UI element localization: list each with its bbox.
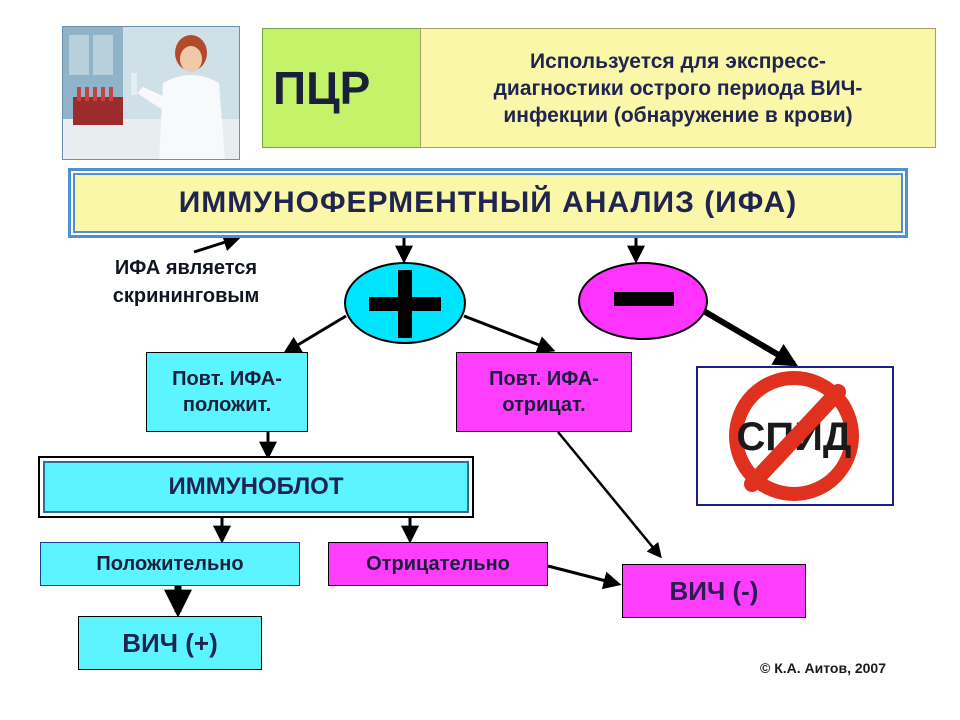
plus-to-rep-neg-arrow bbox=[463, 314, 556, 354]
repeat-ifa-negative: Повт. ИФА- отрицат. bbox=[456, 352, 632, 432]
screening-arrow bbox=[193, 233, 242, 254]
repeat-ifa-positive: Повт. ИФА- положит. bbox=[146, 352, 308, 432]
plus-to-rep-pos-arrow bbox=[282, 314, 347, 354]
copyright-credit: © К.А. Аитов, 2007 bbox=[760, 660, 886, 676]
pcr-description: Используется для экспресс- диагностики о… bbox=[420, 28, 936, 148]
negative-to-hiv-neg-arrow bbox=[547, 564, 622, 590]
immunoblot-positive: Положительно bbox=[40, 542, 300, 586]
hiv-negative-outcome: ВИЧ (-) bbox=[622, 564, 806, 618]
no-aids-icon: СПИД bbox=[729, 371, 859, 501]
screening-note: ИФА является скрининговым bbox=[112, 257, 260, 307]
immunoblot-box: ИММУНОБЛОТ bbox=[38, 456, 474, 518]
minus-icon bbox=[614, 292, 674, 306]
ifa-title: ИММУНОФЕРМЕНТНЫЙ АНАЛИЗ (ИФА) bbox=[68, 168, 908, 238]
lab-photo bbox=[62, 26, 240, 160]
pcr-label: ПЦР bbox=[262, 28, 422, 148]
immunoblot-negative: Отрицательно bbox=[328, 542, 548, 586]
positive-result-node bbox=[344, 262, 466, 344]
rep-neg-to-hiv-neg-arrow bbox=[557, 431, 662, 559]
minus-to-aids-arrow bbox=[700, 307, 799, 367]
no-aids-sign: СПИД bbox=[696, 366, 894, 506]
negative-result-node bbox=[578, 262, 708, 340]
hiv-positive-outcome: ВИЧ (+) bbox=[78, 616, 262, 670]
plus-icon bbox=[369, 270, 441, 338]
